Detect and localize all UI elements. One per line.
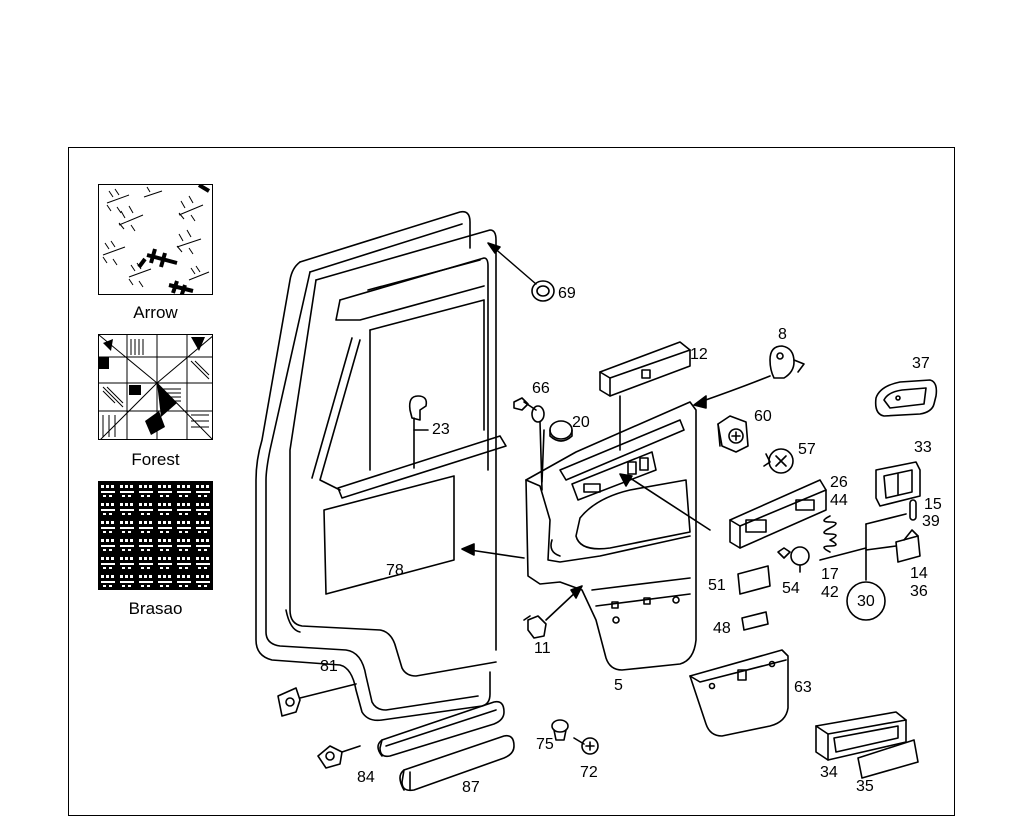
callout-15: 15 — [924, 496, 942, 513]
callout-37: 37 — [912, 355, 930, 372]
callout-39: 39 — [922, 513, 940, 530]
swatch-label-brasao: Brasao — [128, 599, 183, 618]
screw-75 — [551, 719, 569, 741]
callout-75: 75 — [536, 736, 554, 753]
spring-17 — [823, 515, 837, 553]
callout-11: 11 — [534, 640, 551, 657]
armrest-26 — [729, 479, 827, 549]
callout-17: 17 — [821, 566, 839, 583]
plate-48 — [741, 611, 769, 631]
ref-circle-30 — [846, 581, 886, 621]
fastener-54 — [777, 546, 810, 573]
callout-20: 20 — [572, 414, 590, 431]
map-pocket-63 — [689, 649, 789, 737]
callout-66: 66 — [532, 380, 550, 397]
callout-35: 35 — [856, 778, 874, 795]
screw-72 — [573, 737, 599, 755]
lock-knob-60 — [717, 415, 749, 453]
callout-87: 87 — [462, 779, 480, 796]
diagram-frame — [68, 147, 955, 816]
cap-20 — [549, 420, 573, 442]
swatch-label-forest: Forest — [131, 450, 180, 469]
clip-84 — [317, 745, 361, 769]
callout-44: 44 — [830, 492, 848, 509]
callout-26: 26 — [830, 474, 848, 491]
callout-72: 72 — [580, 764, 598, 781]
swatch-arrow — [98, 184, 213, 295]
callout-33: 33 — [914, 439, 932, 456]
callout-60: 60 — [754, 408, 772, 425]
brasao-pattern — [99, 482, 212, 589]
callout-36: 36 — [910, 583, 928, 600]
arrow-pattern — [99, 185, 212, 294]
plug-57 — [763, 448, 794, 474]
swatch-label-arrow: Arrow — [133, 303, 178, 322]
callout-57: 57 — [798, 441, 816, 458]
lever-14 — [895, 535, 921, 563]
grommet-69 — [531, 280, 555, 302]
handle-bezel-37 — [874, 379, 938, 417]
pin-15 — [909, 499, 917, 521]
door-trim-panel-5 — [461, 401, 711, 671]
callout-63: 63 — [794, 679, 812, 696]
clip-11 — [523, 585, 583, 639]
callout-14: 14 — [910, 565, 928, 582]
forest-pattern — [99, 335, 212, 439]
handle-cover-12 — [599, 341, 691, 451]
callout-51: 51 — [708, 577, 726, 594]
callout-78: 78 — [386, 562, 404, 579]
plate-51 — [737, 565, 771, 595]
inner-handle-33 — [875, 461, 921, 507]
swatch-brasao — [98, 481, 213, 590]
callout-81: 81 — [320, 658, 338, 675]
callout-12: 12 — [690, 346, 708, 363]
callout-5: 5 — [614, 677, 623, 694]
clip-81 — [277, 683, 357, 717]
clip-23 — [408, 395, 428, 421]
callout-34: 34 — [820, 764, 838, 781]
callout-84: 84 — [357, 769, 375, 786]
callout-8: 8 — [778, 326, 787, 343]
callout-48: 48 — [713, 620, 731, 637]
callout-54: 54 — [782, 580, 800, 597]
door-seal-outline — [255, 210, 507, 722]
seal-strip-87 — [399, 734, 515, 792]
push-pin-66 — [513, 397, 545, 491]
callout-30: 30 — [857, 593, 875, 610]
callout-42: 42 — [821, 584, 839, 601]
lid-35 — [857, 739, 919, 779]
seal-strip-84 — [377, 700, 505, 758]
callout-69: 69 — [558, 285, 576, 302]
swatch-forest — [98, 334, 213, 440]
clip-8 — [693, 345, 805, 409]
callout-23: 23 — [432, 421, 450, 438]
storage-tray-34 — [815, 711, 907, 761]
